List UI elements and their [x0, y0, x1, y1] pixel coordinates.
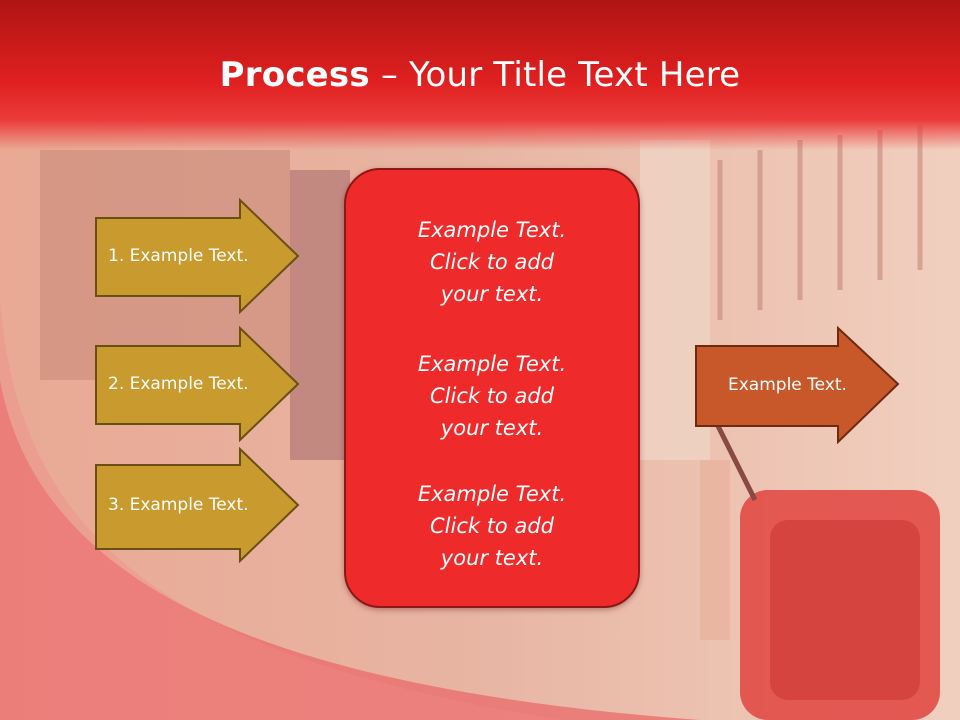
center-text-box[interactable]: Example Text. Click to add your text. Ex…	[344, 168, 640, 608]
title-bold: Process	[219, 55, 370, 95]
arrow-shape	[95, 198, 300, 314]
block-line: your text.	[440, 282, 544, 306]
step-label: 1. Example Text.	[108, 246, 249, 266]
block-line: Click to add	[429, 250, 554, 274]
block-line: your text.	[440, 546, 544, 570]
arrow-shape	[95, 326, 300, 442]
arrow-shape	[695, 326, 900, 444]
step-arrow-3[interactable]: 3. Example Text.	[94, 447, 300, 563]
title-separator: –	[369, 55, 410, 95]
block-line: your text.	[440, 416, 544, 440]
step-arrow-2[interactable]: 2. Example Text.	[94, 326, 300, 442]
slide-title[interactable]: Process – Your Title Text Here	[0, 52, 960, 98]
block-line: Example Text.	[417, 482, 567, 506]
title-text: Your Title Text Here	[409, 55, 741, 95]
text-block-3: Example Text. Click to add your text.	[346, 478, 638, 574]
step-label: 2. Example Text.	[108, 374, 249, 394]
text-block-2: Example Text. Click to add your text.	[346, 348, 638, 444]
arrow-shape	[95, 447, 300, 563]
result-label: Example Text.	[728, 375, 847, 395]
text-block-1: Example Text. Click to add your text.	[346, 214, 638, 310]
block-line: Example Text.	[417, 218, 567, 242]
block-line: Click to add	[429, 384, 554, 408]
step-label: 3. Example Text.	[108, 495, 249, 515]
result-arrow[interactable]: Example Text.	[694, 326, 900, 444]
block-line: Example Text.	[417, 352, 567, 376]
step-arrow-1[interactable]: 1. Example Text.	[94, 198, 300, 314]
block-line: Click to add	[429, 514, 554, 538]
title-bar	[0, 0, 960, 150]
